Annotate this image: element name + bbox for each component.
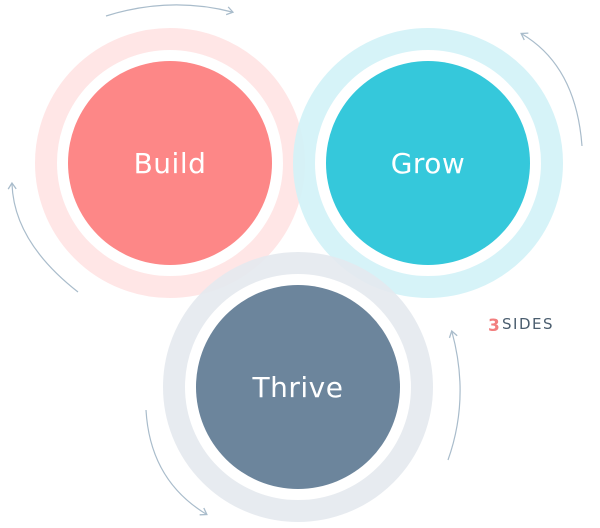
arrow-top bbox=[105, 4, 235, 17]
arrow-right-top bbox=[520, 32, 583, 147]
grow-ring bbox=[293, 28, 563, 298]
build-circle bbox=[68, 61, 272, 265]
arrow-right-bottom bbox=[447, 329, 461, 461]
thrive-circle bbox=[196, 285, 400, 489]
logo-mark: 3 bbox=[488, 316, 500, 336]
grow-circle bbox=[326, 61, 530, 265]
grow-label: Grow bbox=[391, 147, 466, 180]
logo-text: SIDES bbox=[502, 315, 554, 333]
thrive-ring bbox=[163, 252, 433, 522]
build-label: Build bbox=[134, 147, 207, 180]
logo: 3 SIDES bbox=[488, 315, 554, 336]
thrive-label: Thrive bbox=[252, 371, 344, 404]
arrow-bottom bbox=[145, 409, 208, 516]
arrow-left bbox=[7, 181, 79, 293]
